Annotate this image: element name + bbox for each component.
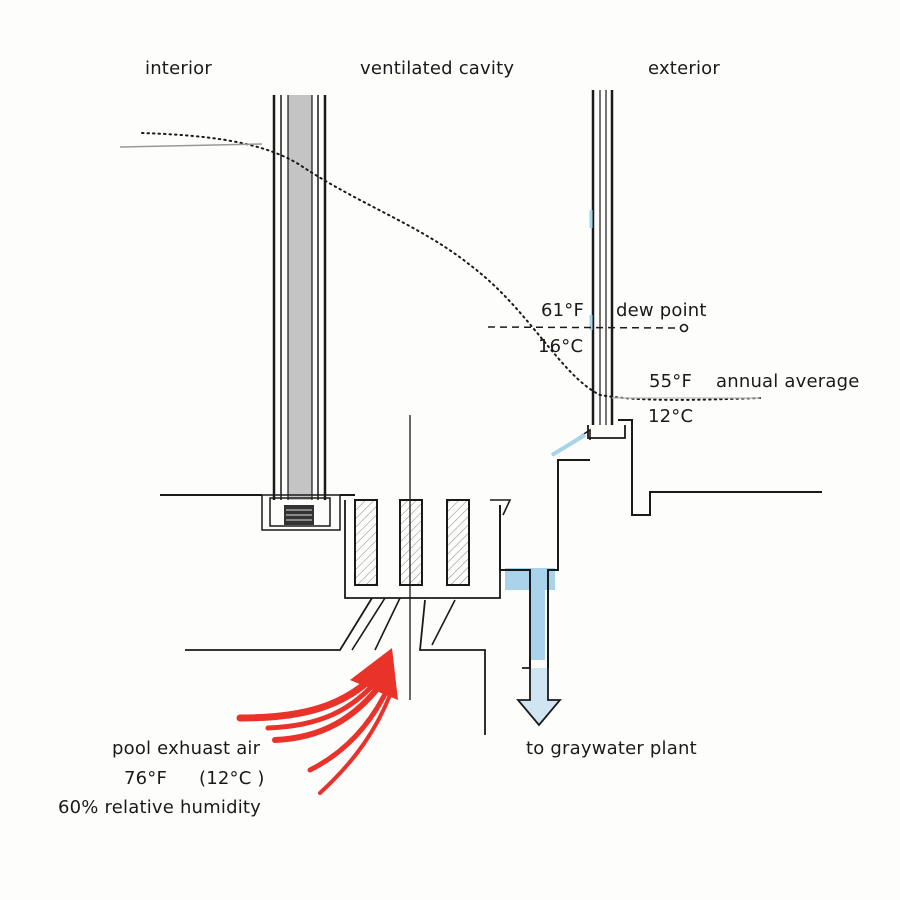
dew-point-line (487, 326, 681, 329)
exterior-label: exterior (648, 58, 720, 79)
ventilated-cavity-label: ventilated cavity (360, 58, 515, 79)
dew-point-label: dew point (616, 300, 707, 321)
exhaust-air-arrow (236, 648, 398, 795)
exhaust-air-humidity: 60% relative humidity (58, 797, 262, 818)
interior-temp-line (119, 143, 263, 148)
annual-average-temp-f: 55°F (649, 371, 693, 392)
interior-glazing (261, 95, 341, 531)
annual-average-label: annual average (716, 371, 860, 392)
grating-bars (354, 499, 470, 586)
graywater-label: to graywater plant (526, 738, 697, 759)
temperature-profile-curve (141, 132, 761, 401)
annual-average-temp-c: 12°C (648, 406, 694, 427)
exhaust-air-temp-f: 76°F (124, 768, 168, 789)
interior-label: interior (145, 58, 212, 79)
dew-point-temp-f: 61°F (541, 300, 585, 321)
dew-point-temp-c: 16°C (538, 336, 584, 357)
drain-channel (490, 428, 591, 668)
drain-arrow (516, 667, 562, 727)
exterior-glazing (587, 90, 822, 516)
exhaust-air-temp-c: (12°C ) (199, 768, 265, 789)
dew-point-marker (679, 323, 689, 333)
exhaust-air-label: pool exhuast air (112, 738, 261, 759)
